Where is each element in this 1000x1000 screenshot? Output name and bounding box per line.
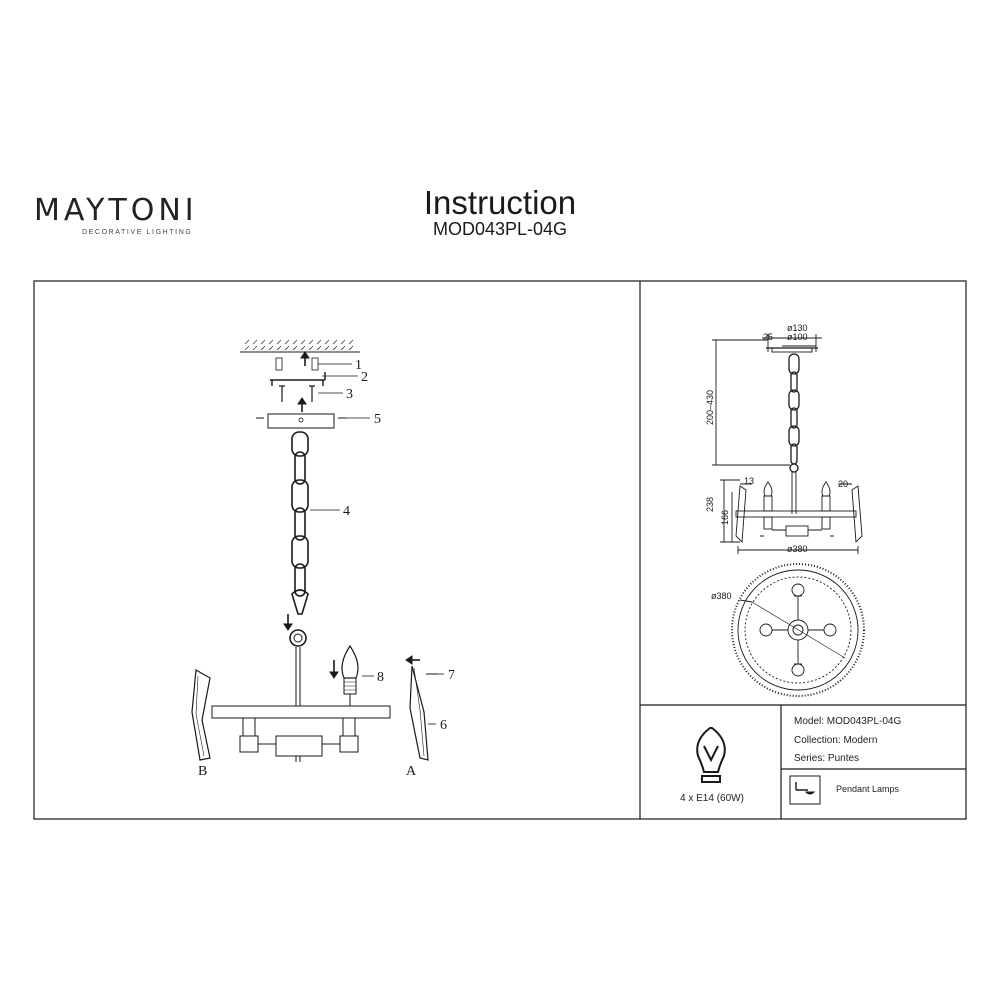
callouts: 1 2 3 4 5 6 7 8 A B (198, 358, 455, 779)
dim-canopy-inner: ø100 (787, 332, 808, 342)
dimension-side-view (712, 334, 863, 554)
brand-name: MAYTONI (34, 193, 198, 228)
spec-series: Series: Puntes (794, 753, 860, 764)
frame (33, 280, 967, 820)
chain (291, 431, 309, 615)
callout-1: 1 (355, 358, 362, 373)
dim-canopy-outer: ø130 (787, 323, 808, 333)
dim-offset-right: 20 (838, 479, 848, 489)
assembly-drawing (191, 339, 444, 762)
page-title: Instruction (423, 184, 577, 221)
dim-diameter: ø380 (787, 544, 808, 554)
spec-type: Pendant Lamps (836, 784, 900, 794)
crystal-a (409, 665, 438, 761)
callout-8: 8 (377, 670, 384, 685)
callout-7: 7 (448, 668, 455, 683)
crystal-b (191, 669, 211, 761)
dimension-labels: ø130 ø100 25 200–430 238 166 13 20 ø380 … (705, 323, 848, 601)
outer-frame (33, 280, 967, 820)
model-code: MOD043PL-04G (432, 219, 568, 239)
callout-2: 2 (361, 370, 368, 385)
dim-total-height: 238 (705, 497, 715, 512)
dimension-top-view (731, 563, 865, 697)
spec-collection: Collection: Modern (794, 735, 878, 746)
callout-4: 4 (343, 504, 350, 519)
dim-canopy-height: 25 (763, 332, 773, 342)
callout-6: 6 (440, 718, 447, 733)
label-side-a: A (406, 764, 417, 779)
leader-lines (310, 363, 444, 725)
bulb-drawing (341, 644, 359, 706)
bulb-spec: 4 x E14 (60W) (680, 793, 744, 804)
dim-diameter-top: ø380 (711, 591, 732, 601)
dim-offset-left: 13 (744, 476, 754, 486)
dim-chain-length: 200–430 (705, 390, 715, 425)
bulb-icon (696, 727, 726, 783)
ceiling (240, 339, 360, 353)
brand-tagline: DECORATIVE LIGHTING (82, 229, 193, 236)
callout-3: 3 (346, 387, 353, 402)
spec-model: Model: MOD043PL-04G (794, 716, 902, 727)
callout-5: 5 (374, 412, 381, 427)
pendant-lamp-icon (789, 775, 821, 805)
dim-frame-height: 166 (720, 510, 730, 525)
label-side-b: B (198, 764, 207, 779)
brand-logo: MAYTONI DECORATIVE LIGHTING (34, 193, 206, 237)
